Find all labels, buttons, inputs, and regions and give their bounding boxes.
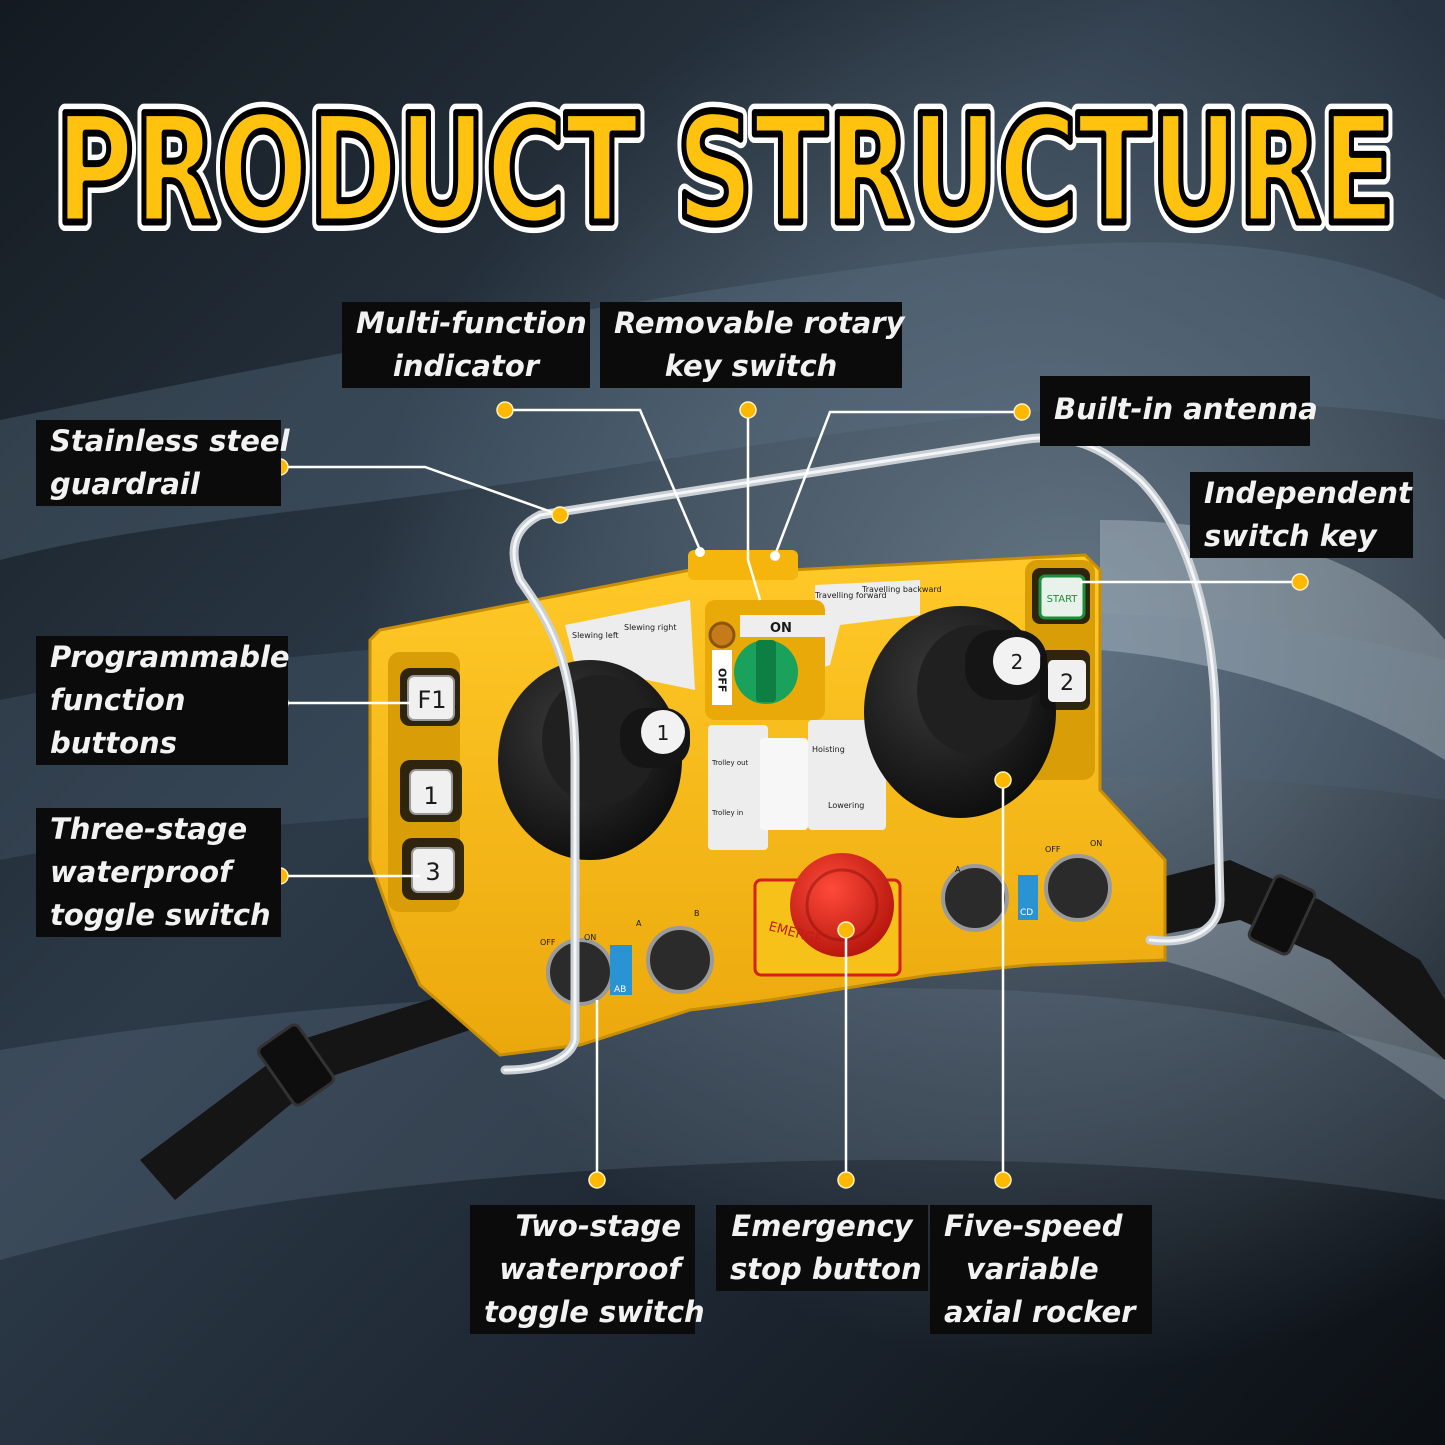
label-guardrail: Stainless steel guardrail: [36, 420, 290, 506]
button-f1-label: F1: [417, 686, 446, 714]
joystick-left-number: 1: [657, 721, 670, 745]
label-programmable: Programmable function buttons: [36, 636, 290, 765]
label-guardrail-line1: Stainless steel: [50, 424, 290, 458]
label-switch-key-line2: switch key: [1204, 519, 1377, 553]
emergency-stop-button[interactable]: [790, 853, 894, 957]
toggle-switch-left-1[interactable]: [548, 940, 612, 1004]
label-three-stage-line1: Three-stage: [50, 812, 248, 846]
label-rotary-key: Removable rotary key switch: [600, 302, 905, 388]
label-five-speed: Five-speed variable axial rocker: [930, 1205, 1152, 1334]
label-antenna: Built-in antenna: [1040, 376, 1318, 446]
label-multi-function: Multi-function indicator: [342, 302, 590, 388]
toggle-right-tag: CD: [1020, 908, 1033, 918]
button-3-label: 3: [425, 858, 440, 886]
label-five-speed-line3: axial rocker: [944, 1295, 1136, 1329]
label-two-stage: Two-stage waterproof toggle switch: [470, 1205, 705, 1334]
toggle-left1-on: ON: [584, 933, 596, 942]
toggle-left1-off: OFF: [540, 938, 556, 947]
toggle-left2-a: A: [636, 919, 642, 928]
button-f1[interactable]: [400, 668, 460, 726]
label-programmable-line1: Programmable: [50, 640, 290, 674]
label-antenna-line1: Built-in antenna: [1054, 392, 1318, 426]
label-two-stage-line1: Two-stage: [515, 1209, 681, 1243]
toggle-switch-right-1[interactable]: [943, 866, 1007, 930]
label-multi-function-line1: Multi-function: [356, 306, 587, 340]
label-two-stage-line2: waterproof: [499, 1252, 681, 1286]
sticker-lowering: Lowering: [828, 801, 864, 810]
sticker-hoisting: Hoisting: [812, 745, 845, 754]
button-1-label: 1: [423, 782, 438, 810]
toggle-switch-left-2[interactable]: [648, 928, 712, 992]
toggle-right1-a: A: [955, 865, 961, 874]
label-multi-function-line2: indicator: [392, 349, 540, 383]
rotary-key-switch[interactable]: [734, 640, 798, 704]
title-text: PRODUCT STRUCTURE: [55, 84, 1395, 252]
start-button[interactable]: [1032, 568, 1090, 624]
label-programmable-line3: buttons: [50, 726, 177, 760]
label-five-speed-line2: variable: [966, 1252, 1099, 1286]
label-three-stage: Three-stage waterproof toggle switch: [36, 808, 281, 937]
title-shadow: PRODUCT STRUCTURE: [55, 84, 1395, 252]
button-3[interactable]: [402, 838, 464, 900]
toggle-switch-right-2[interactable]: [1046, 856, 1110, 920]
label-five-speed-line1: Five-speed: [944, 1209, 1123, 1243]
sticker-slew-left: Slewing left: [572, 631, 619, 640]
label-emergency-line2: stop button: [730, 1252, 922, 1286]
label-three-stage-line2: waterproof: [50, 855, 232, 889]
sticker-trolley-out: Trolley out: [711, 759, 749, 767]
shoulder-strap: [140, 860, 1445, 1200]
label-switch-key: Independent switch key: [1190, 472, 1413, 558]
key-off-text: OFF: [716, 668, 729, 692]
toggle-left-tag: AB: [614, 985, 626, 995]
page-title: PRODUCT STRUCTURE PRODUCT STRUCTURE: [46, 82, 1404, 252]
label-guardrail-line2: guardrail: [50, 467, 200, 501]
label-two-stage-line3: toggle switch: [484, 1295, 705, 1329]
start-button-label: START: [1047, 594, 1079, 605]
label-rotary-key-line2: key switch: [664, 349, 838, 383]
label-three-stage-line3: toggle switch: [50, 898, 271, 932]
sticker-travel-back: Travelling backward: [861, 585, 942, 594]
sticker-travel-fwd: Travelling forward: [814, 591, 887, 600]
label-switch-key-line1: Independent: [1204, 476, 1412, 510]
toggle-right2-off: OFF: [1045, 845, 1061, 854]
button-2-label: 2: [1060, 671, 1074, 696]
left-joystick[interactable]: [498, 660, 682, 860]
label-emergency: Emergency stop button: [716, 1205, 928, 1291]
joystick-right-number: 2: [1011, 650, 1024, 674]
sticker-trolley-in: Trolley in: [711, 809, 743, 817]
toggle-left2-b: B: [694, 909, 700, 918]
button-1[interactable]: [400, 760, 462, 822]
right-joystick[interactable]: [864, 606, 1056, 818]
label-emergency-line1: Emergency: [731, 1209, 913, 1243]
toggle-right2-on: ON: [1090, 839, 1102, 848]
key-on-text: ON: [770, 621, 792, 636]
label-programmable-line2: function: [50, 683, 186, 717]
button-2[interactable]: [1040, 650, 1090, 710]
label-rotary-key-line1: Removable rotary: [614, 306, 905, 340]
sticker-slew-right: Slewing right: [624, 623, 676, 632]
